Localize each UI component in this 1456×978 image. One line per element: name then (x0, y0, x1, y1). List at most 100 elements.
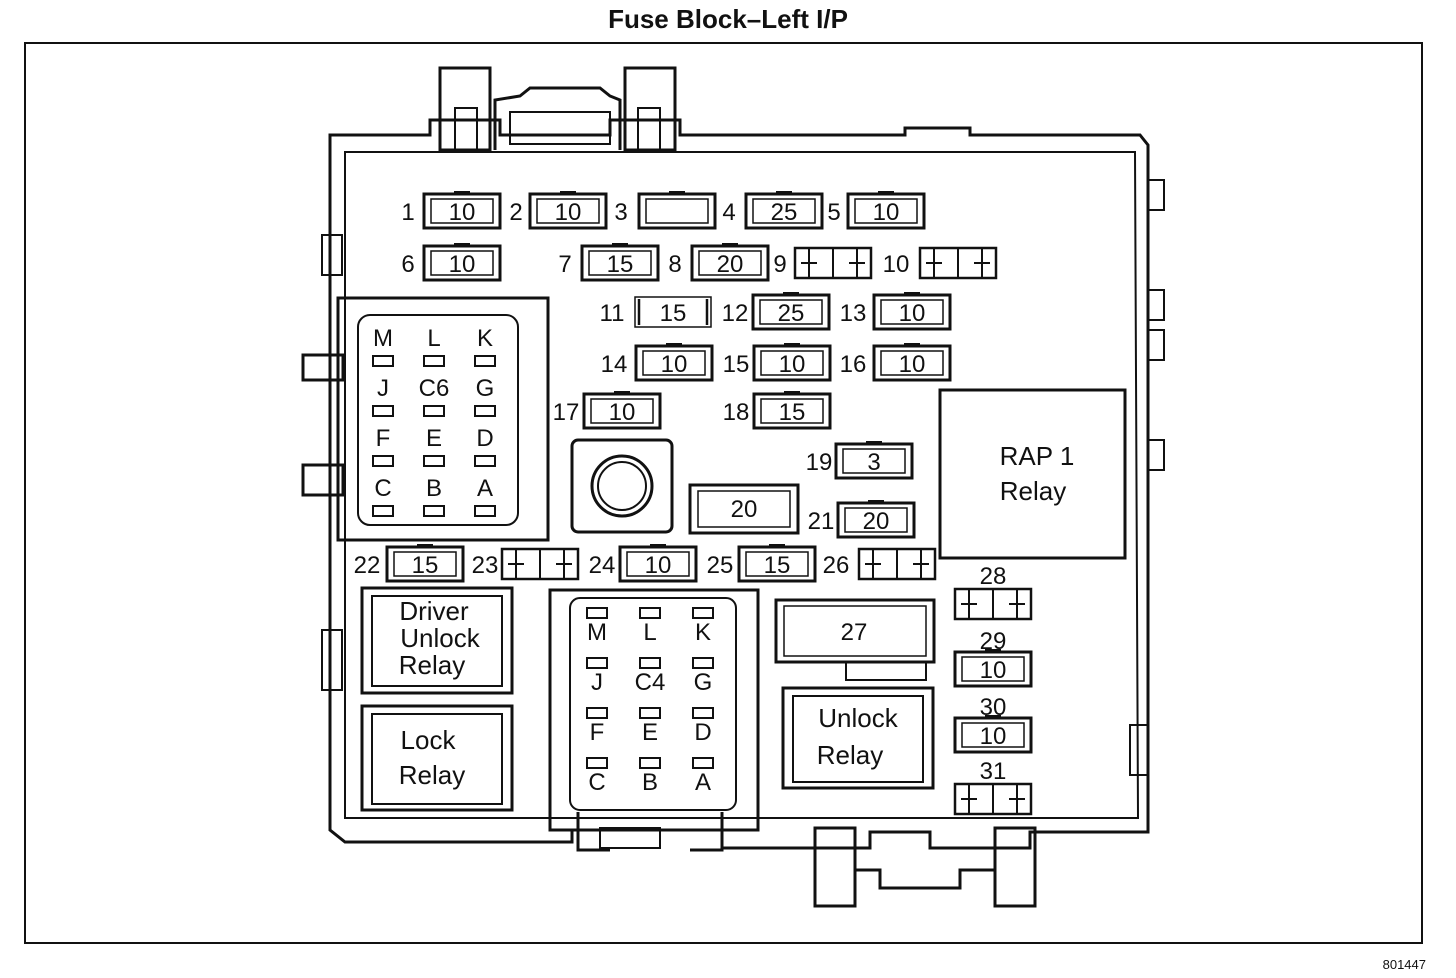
fuse-16-tab (904, 343, 920, 347)
relay-unlock-line2: Relay (817, 740, 883, 770)
fuse-1-number: 1 (401, 199, 414, 226)
relay-driver-unlock-line2: Unlock (400, 623, 480, 653)
fuse-29-number: 29 (980, 628, 1007, 655)
fuse-12-inner (759, 299, 823, 325)
fuse-6-amps: 10 (449, 251, 476, 278)
fuse-21-tab (868, 500, 884, 504)
fuse-11-body (634, 296, 712, 328)
relay-lock-line2: Relay (399, 760, 465, 790)
relay-driver-unlock-line3: Relay (399, 650, 465, 680)
pin-label: L (643, 619, 656, 646)
fuse-5-number: 5 (827, 199, 840, 226)
fuse-9-terminals (801, 248, 865, 278)
fuse-7-number: 7 (558, 251, 571, 278)
fuse-12-number: 12 (722, 300, 749, 327)
relay-lock-line1: Lock (401, 725, 457, 755)
fuse-20-block: 20 (688, 483, 800, 535)
fuse-2-tab (560, 191, 576, 195)
fuse-23: 23 (472, 547, 580, 581)
relay-driver-unlock: Driver Unlock Relay (360, 586, 514, 695)
fuse-14-amps: 10 (661, 351, 688, 378)
knob-socket (570, 438, 674, 534)
fuse-19-inner (842, 448, 906, 474)
fuse-10: 10 (883, 246, 998, 280)
fuse-9-number: 9 (773, 251, 786, 278)
fuse-31: 31 (953, 758, 1033, 816)
pin-c: C (372, 475, 394, 517)
pin-d: D (692, 707, 714, 746)
pin-contact (586, 657, 608, 669)
fuse-19-tab (866, 441, 882, 445)
fuse-22-number: 22 (354, 552, 381, 579)
fuse-15-inner (760, 350, 824, 376)
fuse-29-amps: 10 (980, 657, 1007, 684)
fuse-16-inner (880, 350, 944, 376)
fuse-18-number: 18 (723, 399, 750, 426)
fuse-24-number: 24 (589, 552, 616, 579)
pin-contact (372, 505, 394, 517)
fuse-27-block: 27 (774, 598, 936, 681)
figure-number: 801447 (1382, 957, 1426, 972)
fuse-30-inner (961, 722, 1025, 748)
fuse-24-inner (626, 551, 690, 577)
pin-contact (639, 707, 661, 719)
fuse-15-number: 15 (723, 351, 750, 378)
pin-contact (639, 607, 661, 619)
fuse-17-inner (590, 398, 654, 424)
pin-c6: C6 (419, 375, 449, 417)
pin-k: K (474, 325, 496, 367)
pin-contact (372, 405, 394, 417)
pin-contact (474, 455, 496, 467)
fuse-19: 319 (806, 441, 914, 480)
housing-outline (301, 66, 1165, 908)
pin-g: G (474, 375, 496, 417)
fuse-4-tab (776, 191, 792, 195)
fuse-3: 3 (614, 191, 717, 230)
fuse-22-amps: 15 (412, 552, 439, 579)
fuse-18-amps: 15 (779, 399, 806, 426)
fuse-17: 10 17 (553, 391, 662, 430)
fuse-28-terminals (961, 589, 1025, 619)
relay-rap1-line1: RAP 1 (1000, 441, 1075, 471)
pin-contact (423, 355, 445, 367)
pin-contact (639, 757, 661, 769)
pin-g: G (692, 657, 714, 696)
fuse-7-tab (612, 243, 628, 247)
pin-contact (372, 455, 394, 467)
fuse-17-amps: 10 (609, 399, 636, 426)
pin-label: M (373, 325, 393, 352)
fuse-3-number: 3 (614, 199, 627, 226)
fuse-28: 28 (953, 563, 1033, 621)
fuse-25-amps: 15 (764, 552, 791, 579)
fuse-17-number: 17 (553, 399, 580, 426)
fuse-1-tab (454, 191, 470, 195)
fuse-11-number: 11 (600, 300, 625, 327)
pin-label: K (477, 325, 493, 352)
fuse-12-tab (783, 292, 799, 296)
fuse-13-inner (880, 299, 944, 325)
pin-label: J (591, 669, 603, 696)
pin-b: B (639, 757, 661, 796)
fuse-6-tab (454, 243, 470, 247)
pin-m: M (586, 607, 608, 646)
fuse-8-tab (722, 243, 738, 247)
pin-l: L (423, 325, 445, 367)
pin-contact (474, 355, 496, 367)
fuse-6-inner (430, 250, 494, 276)
fuse-12-amps: 25 (778, 300, 805, 327)
fuse-5: 105 (827, 191, 926, 230)
pin-label: L (427, 325, 440, 352)
fuse-7: 157 (558, 243, 660, 282)
fuse-31-number: 31 (980, 758, 1007, 785)
fuse-19-amps: 3 (867, 449, 880, 476)
pin-contact (474, 505, 496, 517)
pin-a: A (692, 757, 714, 796)
